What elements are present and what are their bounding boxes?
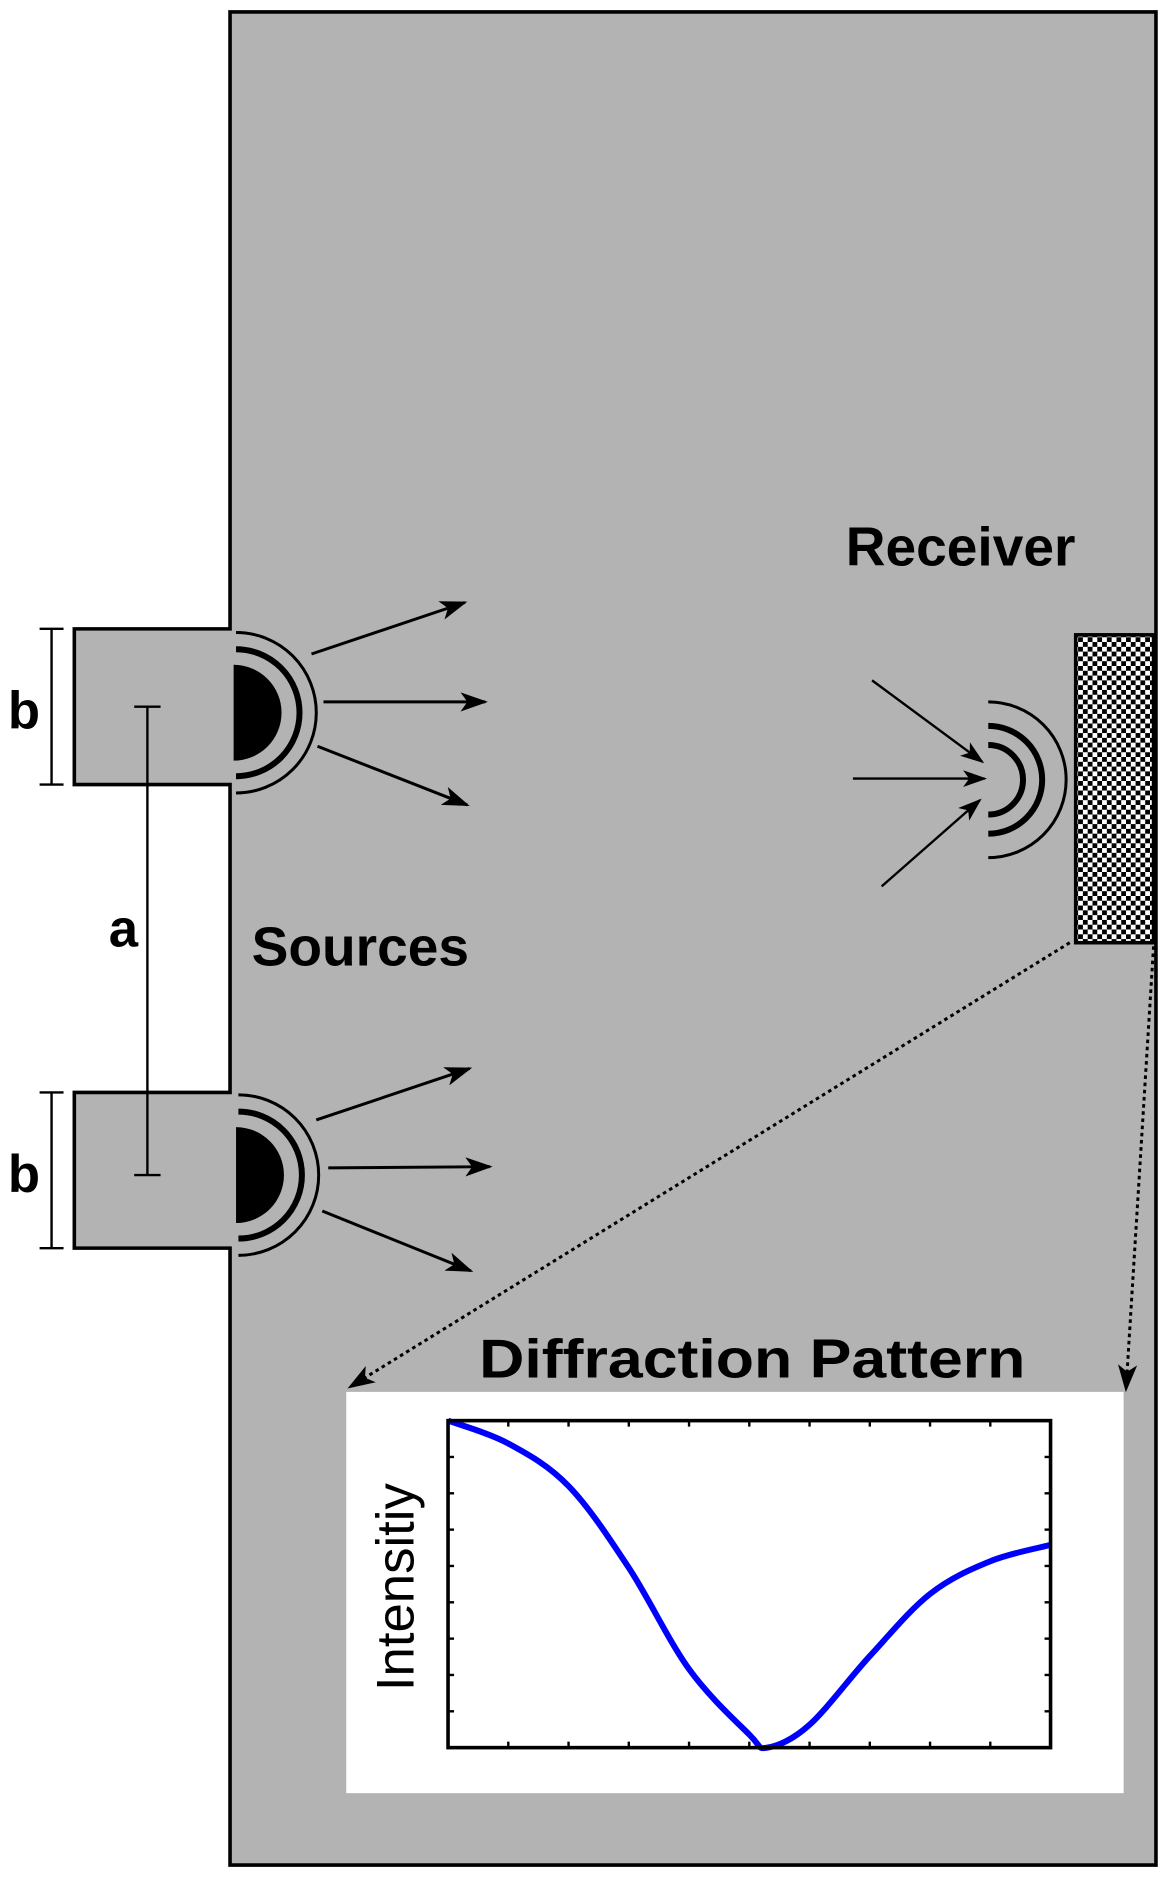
receiver-detector bbox=[1073, 633, 1156, 945]
receiver-sensor-icon bbox=[988, 700, 1068, 860]
label-b-bottom: b bbox=[8, 1145, 40, 1204]
y-axis-label: Intensitiy bbox=[366, 1483, 425, 1692]
diffraction-pattern-title: Diffraction Pattern bbox=[479, 1328, 1025, 1390]
zoom-indicator-lines bbox=[347, 941, 1156, 1393]
dimension-a bbox=[134, 705, 161, 1177]
dimension-b-top bbox=[39, 627, 64, 786]
label-a: a bbox=[109, 899, 139, 958]
source-emitter-bottom-icon bbox=[236, 1093, 321, 1257]
incoming-arrows bbox=[852, 679, 988, 888]
emission-arrows bbox=[311, 601, 493, 1273]
sources-label: Sources bbox=[252, 915, 469, 977]
intensity-curve bbox=[446, 1417, 1052, 1752]
plot-panel bbox=[346, 1391, 1124, 1794]
plot-axes-frame bbox=[446, 1418, 1053, 1750]
receiver-label: Receiver bbox=[846, 515, 1076, 577]
dimension-b-bottom bbox=[39, 1091, 64, 1250]
source-emitter-top-icon bbox=[233, 630, 318, 795]
label-b-top: b bbox=[8, 681, 40, 740]
